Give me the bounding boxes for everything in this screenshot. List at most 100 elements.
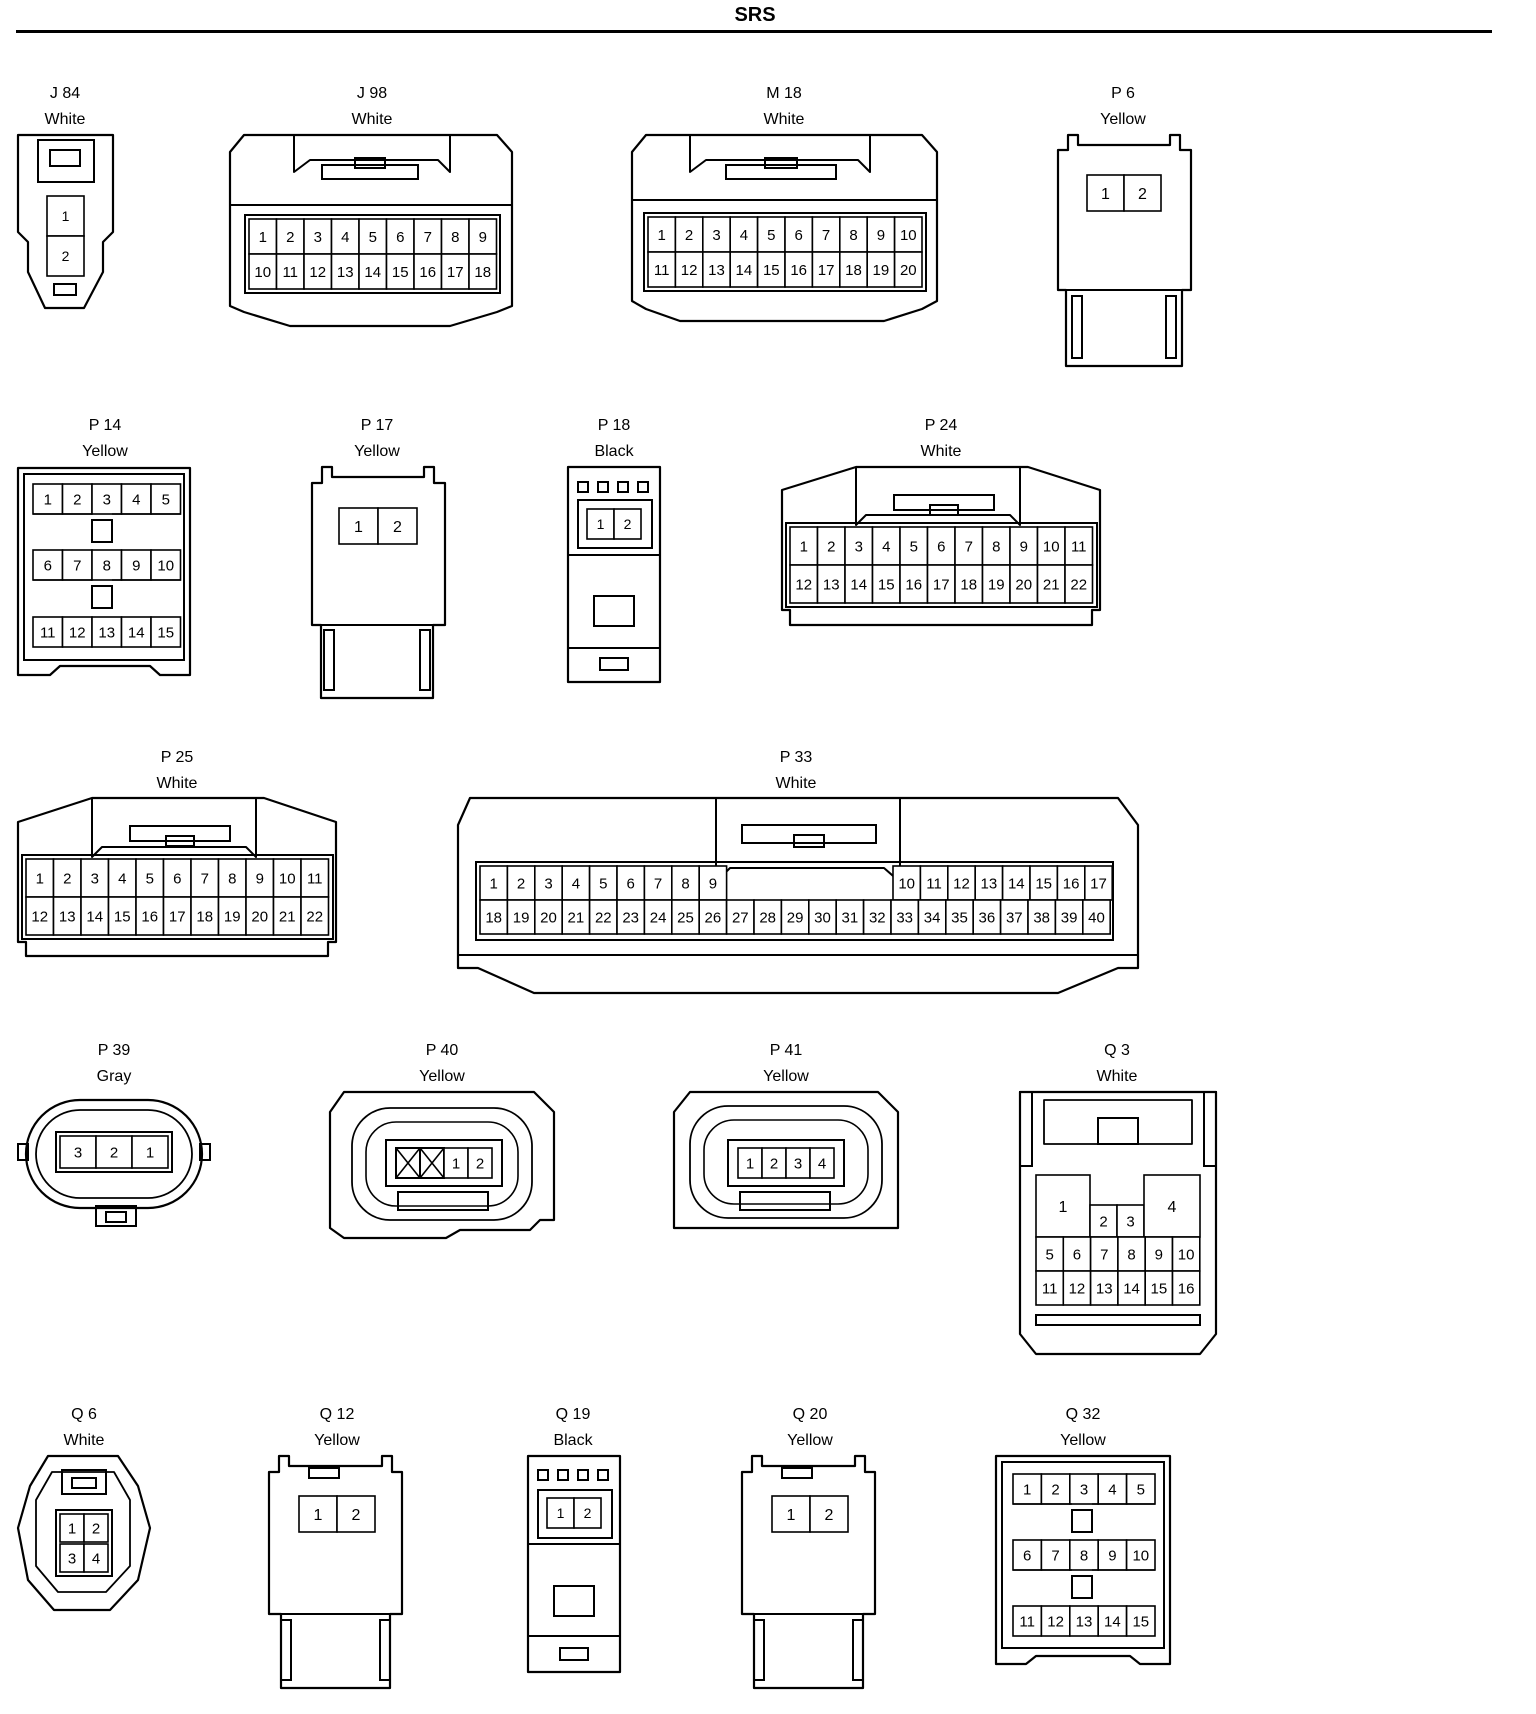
housing-part (323, 629, 335, 691)
pin-number: 2 (827, 538, 835, 555)
pin-number: 1 (1101, 186, 1110, 203)
pin-cavity (698, 865, 728, 901)
housing-part (577, 1469, 589, 1481)
pin-number: 13 (98, 624, 115, 641)
pin-number: 3 (91, 870, 99, 887)
pin-cavity (954, 526, 984, 566)
pin-cavity (926, 564, 956, 604)
pin-number: 9 (1020, 538, 1028, 555)
pin-number: 2 (1138, 186, 1147, 203)
pin-number: 11 (282, 264, 298, 281)
pin-number: 8 (1080, 1547, 1088, 1564)
pin-number: 7 (73, 557, 81, 574)
pin-cavity (217, 896, 247, 936)
pin-number: 28 (759, 909, 776, 926)
connector-outline (1056, 133, 1193, 368)
pin-number: 1 (44, 491, 52, 508)
housing-part (852, 1619, 864, 1681)
connector-color: White (1097, 1068, 1138, 1085)
pin-number: 2 (62, 248, 70, 264)
pin-cavity (871, 526, 901, 566)
connector-outline (24, 1098, 204, 1210)
pin-cavity (190, 896, 220, 936)
pin-cavity (844, 564, 874, 604)
connector-color: White (352, 111, 393, 128)
pin-cavity (944, 899, 974, 935)
pin-number: 15 (114, 908, 131, 925)
connector-id: Q 3 (1104, 1042, 1130, 1059)
pin-number: 14 (1123, 1280, 1140, 1297)
pin-number: 39 (1061, 909, 1078, 926)
pin-number: 17 (1090, 875, 1107, 892)
pin-number: 11 (307, 870, 323, 887)
pin-cavity (1040, 1605, 1071, 1637)
connector-id: Q 6 (71, 1406, 97, 1423)
housing-part (321, 164, 419, 180)
pin-number: 12 (795, 576, 812, 593)
housing-part (537, 1469, 549, 1481)
pin-cavity (120, 549, 152, 581)
pin-number: 1 (452, 1155, 460, 1172)
housing-part (95, 1205, 137, 1227)
pin-cavity (862, 899, 892, 935)
connector-color: Yellow (354, 443, 400, 460)
pin-number: 2 (584, 1505, 592, 1521)
housing-part (577, 499, 653, 549)
connector-outline (566, 465, 662, 684)
pin-number: 13 (1096, 1280, 1113, 1297)
pin-number: 20 (900, 262, 917, 279)
housing-part (385, 1139, 503, 1187)
pin-number: 15 (763, 262, 780, 279)
pin-number: 15 (392, 264, 409, 281)
pin-number: 27 (732, 909, 749, 926)
pin-number: 4 (572, 875, 580, 892)
pin-number: 1 (490, 875, 498, 892)
pin-number: 6 (396, 229, 404, 246)
pin-cavity (479, 899, 509, 935)
pin-number: 21 (1043, 576, 1060, 593)
connector-color: White (157, 775, 198, 792)
pin-number: 2 (624, 516, 632, 532)
connector-outline (267, 1454, 404, 1690)
housing-part (129, 825, 231, 842)
connector-color: Yellow (1100, 111, 1146, 128)
pin-number: 20 (1015, 576, 1032, 593)
pin-number: 6 (44, 557, 52, 574)
pin-number: 21 (279, 908, 296, 925)
pin-number: 19 (873, 262, 890, 279)
pin-cavity (533, 865, 563, 901)
connector-id: P 6 (1111, 85, 1135, 102)
connector-color: Yellow (1060, 1432, 1106, 1449)
pin-number: 17 (447, 264, 464, 281)
housing-part (1001, 1461, 1165, 1649)
pin-number: 4 (118, 870, 126, 887)
pin-number: 1 (36, 870, 44, 887)
housing-part (599, 657, 629, 671)
pin-number: 13 (1076, 1613, 1093, 1630)
housing-part (91, 585, 113, 609)
housing-part (785, 522, 1098, 608)
pin-number: 7 (201, 870, 209, 887)
pin-cavity (272, 896, 302, 936)
pin-cavity (131, 1135, 169, 1169)
pin-number: 1 (658, 227, 666, 244)
pin-number: 8 (451, 229, 459, 246)
pin-cavity (1001, 865, 1031, 901)
pin-cavity (1171, 1236, 1201, 1272)
pin-cavity (83, 1513, 109, 1543)
housing-part (37, 139, 95, 183)
pin-cavity (107, 858, 137, 898)
pin-cavity (61, 616, 93, 648)
pin-cavity (1035, 1270, 1065, 1306)
pin-cavity (303, 253, 333, 290)
pin-number: 24 (650, 909, 667, 926)
pin-number: 4 (341, 229, 349, 246)
pin-number: 1 (314, 1507, 323, 1524)
pin-number: 6 (937, 538, 945, 555)
pin-cavity (91, 483, 123, 515)
pin-number: 2 (92, 1520, 100, 1537)
connector-outline (35, 1471, 131, 1593)
